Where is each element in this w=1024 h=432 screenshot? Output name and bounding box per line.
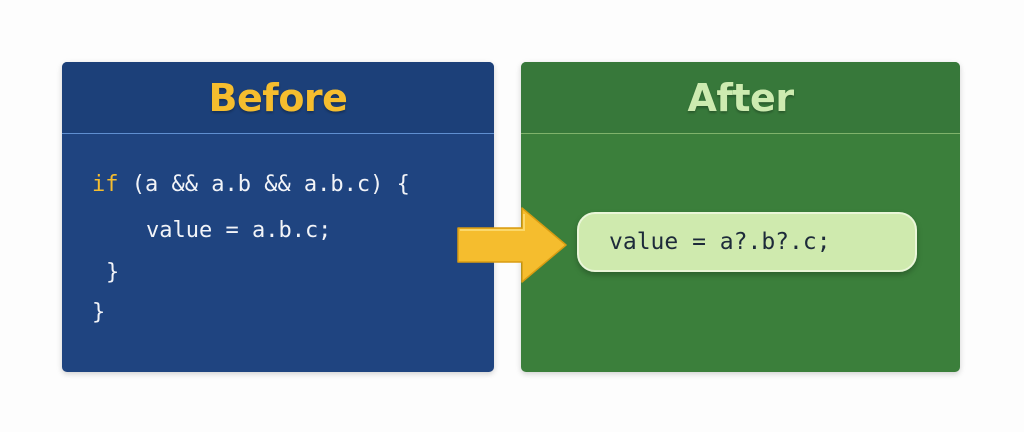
code-line-body: value = a.b.c;	[146, 218, 332, 243]
code-keyword-if: if	[92, 172, 119, 197]
after-title: After	[521, 62, 960, 134]
after-code-pill: value = a?.b?.c;	[577, 212, 917, 272]
after-panel: After value = a?.b?.c;	[521, 62, 960, 372]
code-line-if: if (a && a.b && a.b.c) {	[92, 174, 410, 196]
code-condition: (a && a.b && a.b.c) {	[118, 172, 410, 197]
before-panel: Before if (a && a.b && a.b.c) { value = …	[62, 62, 494, 372]
code-line-close-inner: }	[106, 260, 120, 285]
right-arrow-icon	[457, 207, 567, 283]
code-line-close-outer: }	[92, 300, 106, 325]
before-title: Before	[62, 62, 494, 134]
